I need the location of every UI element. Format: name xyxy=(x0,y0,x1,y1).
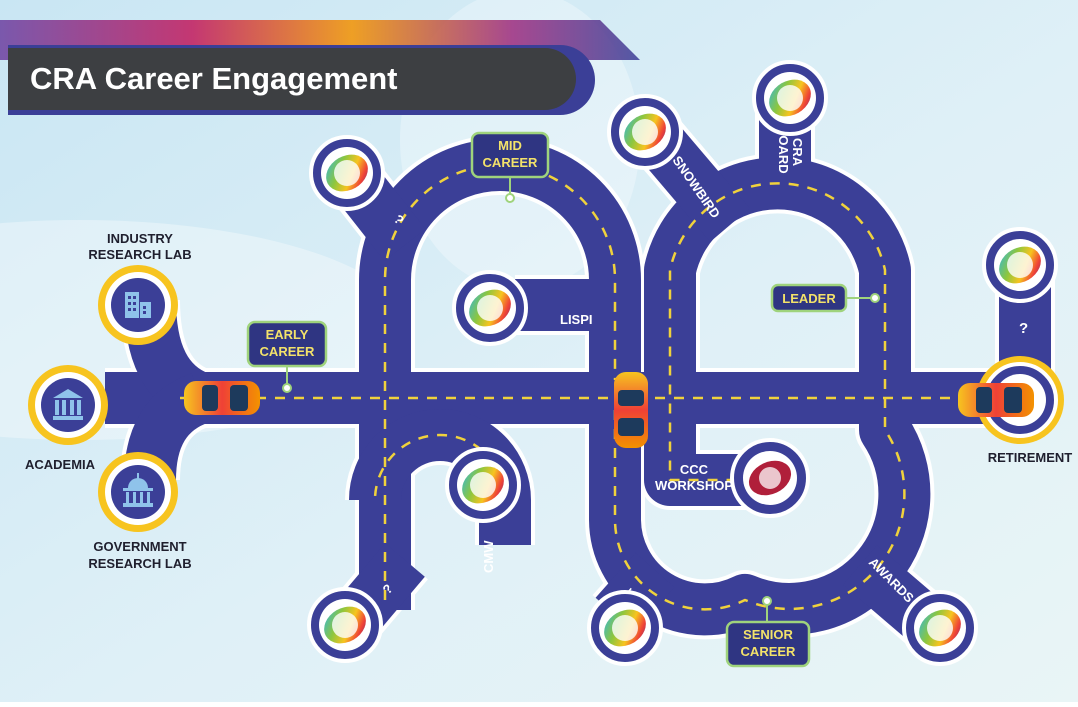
car-icon xyxy=(958,383,1034,417)
label-ccc-line1: CCC xyxy=(680,462,709,477)
building-icon xyxy=(125,292,151,318)
label-industry-line1: INDUSTRY xyxy=(107,231,173,246)
node-government xyxy=(98,452,178,532)
node-question-bottom-left xyxy=(307,587,383,663)
node-cmw xyxy=(445,447,521,523)
government-dome-icon xyxy=(123,473,153,507)
sign-leader: LEADER xyxy=(770,283,880,313)
sign-senior-line2: CAREER xyxy=(741,644,797,659)
sign-early-line2: CAREER xyxy=(260,344,316,359)
road-label-cra-board-line1: CRA xyxy=(790,138,805,167)
label-government-line2: RESEARCH LAB xyxy=(88,556,191,571)
sign-mid-career: MID CAREER xyxy=(470,131,550,203)
node-retirement-upper xyxy=(982,227,1058,303)
label-industry-line2: RESEARCH LAB xyxy=(88,247,191,262)
node-academia xyxy=(28,365,108,445)
title-banner: CRA Career Engagement xyxy=(8,45,595,115)
car-icon xyxy=(184,381,260,415)
sign-mid-line2: CAREER xyxy=(483,155,539,170)
label-ccc-line2: WORKSHOP xyxy=(655,478,733,493)
node-lispi xyxy=(452,270,528,346)
label-government-line1: GOVERNMENT xyxy=(93,539,186,554)
milestone-nodes xyxy=(307,60,1058,666)
node-cra-board xyxy=(752,60,828,136)
institution-columns-icon xyxy=(53,389,83,420)
road-label-cmw: CMW xyxy=(481,540,496,573)
node-lt xyxy=(587,590,663,666)
sign-senior-line1: SENIOR xyxy=(743,627,793,642)
label-retirement: RETIREMENT xyxy=(988,450,1073,465)
sign-senior-career: SENIOR CAREER xyxy=(725,596,811,668)
road-label-lispi: LISPI xyxy=(560,312,593,327)
sign-early-career: EARLY CAREER xyxy=(246,320,328,393)
page-title: CRA Career Engagement xyxy=(30,61,398,96)
ccc-workshop-label: CCC WORKSHOP xyxy=(655,462,733,493)
label-academia: ACADEMIA xyxy=(25,457,96,472)
road-label-cra-board-line2: BOARD xyxy=(776,126,791,174)
place-labels: INDUSTRY RESEARCH LAB ACADEMIA GOVERNMEN… xyxy=(25,231,1072,571)
road-label-question-3: ? xyxy=(1019,320,1028,337)
node-mid-left xyxy=(309,135,385,211)
node-awards xyxy=(902,590,978,666)
node-ccc-workshop xyxy=(730,438,810,518)
sign-early-line1: EARLY xyxy=(266,327,309,342)
car-icon xyxy=(614,372,648,448)
sign-mid-line1: MID xyxy=(498,138,522,153)
sign-leader-text: LEADER xyxy=(782,291,836,306)
node-snowbird xyxy=(607,94,683,170)
node-industry xyxy=(98,265,178,345)
